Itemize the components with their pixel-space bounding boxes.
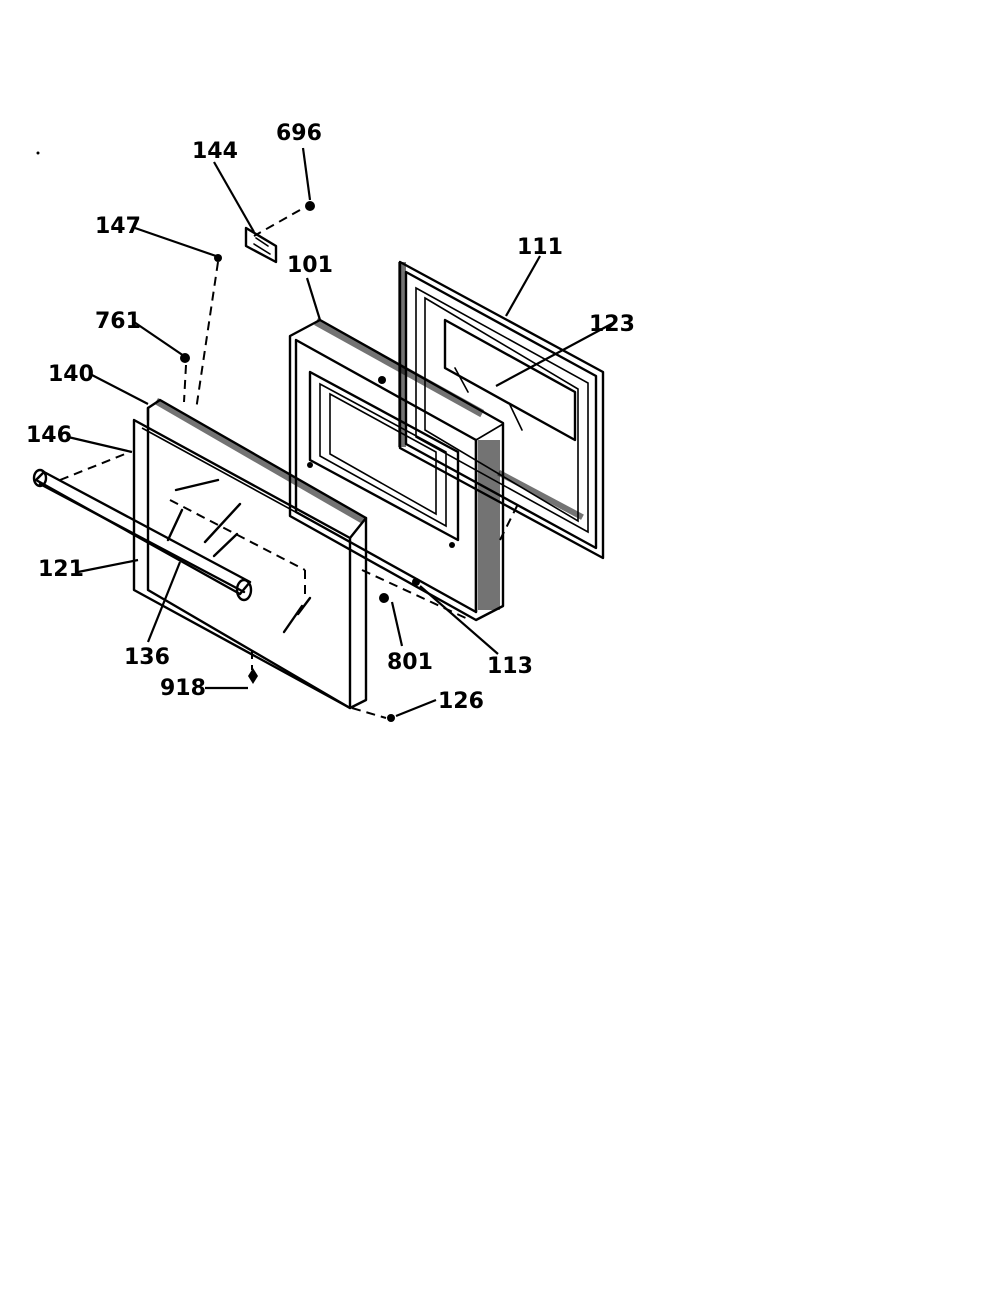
callout-696: 696 — [276, 121, 322, 146]
leader-lines — [67, 147, 616, 718]
callout-101: 101 — [287, 253, 333, 278]
part-144-bracket — [244, 226, 278, 264]
part-126-screw — [387, 714, 395, 722]
callout-labels: 696 144 147 101 111 123 761 140 146 121 … — [26, 121, 635, 714]
callout-918: 918 — [160, 676, 206, 701]
callout-146: 146 — [26, 423, 72, 448]
part-111-rear-panel — [398, 260, 605, 560]
callout-111: 111 — [517, 235, 563, 260]
callout-140: 140 — [48, 362, 94, 387]
callout-147: 147 — [95, 214, 141, 239]
part-113-clip — [412, 578, 420, 586]
callout-136: 136 — [124, 645, 170, 670]
assembly-lines — [59, 209, 521, 719]
part-121-handle — [32, 468, 253, 602]
callout-113: 113 — [487, 654, 533, 679]
part-801-screw — [379, 593, 389, 603]
callout-801: 801 — [387, 650, 433, 675]
callout-761: 761 — [95, 309, 141, 334]
part-123-glass — [443, 318, 577, 442]
callout-123: 123 — [589, 312, 635, 337]
callout-126: 126 — [438, 689, 484, 714]
callout-144: 144 — [192, 139, 238, 164]
stray-dot — [36, 151, 40, 155]
part-696-screw — [305, 201, 315, 211]
callout-121: 121 — [38, 557, 84, 582]
part-101-inner-liner — [288, 318, 505, 622]
part-918-screw — [248, 668, 258, 684]
